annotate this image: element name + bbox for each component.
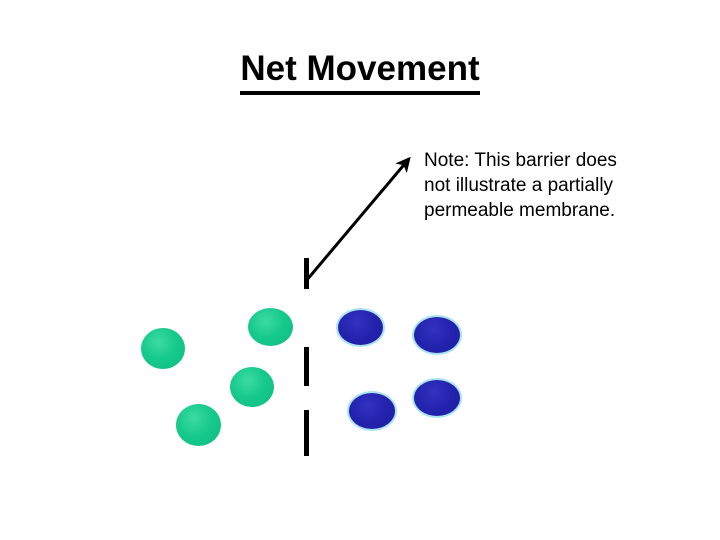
page-title-text: Net Movement [240,48,480,95]
barrier-dash-1 [304,258,309,289]
blue-particle-4 [414,380,460,416]
blue-particle-1 [338,310,383,345]
green-particle-1 [141,328,185,369]
barrier-dash-3 [304,410,309,456]
blue-particle-2 [414,317,460,353]
note-text-block: Note: This barrier does not illustrate a… [424,148,684,223]
barrier-dash-2 [304,347,309,386]
green-particle-3 [230,367,274,407]
note-line-1: Note: This barrier does [424,150,617,171]
note-line-3: permeable membrane. [424,200,616,221]
page-title: Net Movement [0,48,720,95]
green-particle-2 [248,308,293,346]
green-particle-4 [176,404,221,446]
blue-particle-3 [349,393,395,429]
note-line-2: not illustrate a partially [424,175,614,196]
